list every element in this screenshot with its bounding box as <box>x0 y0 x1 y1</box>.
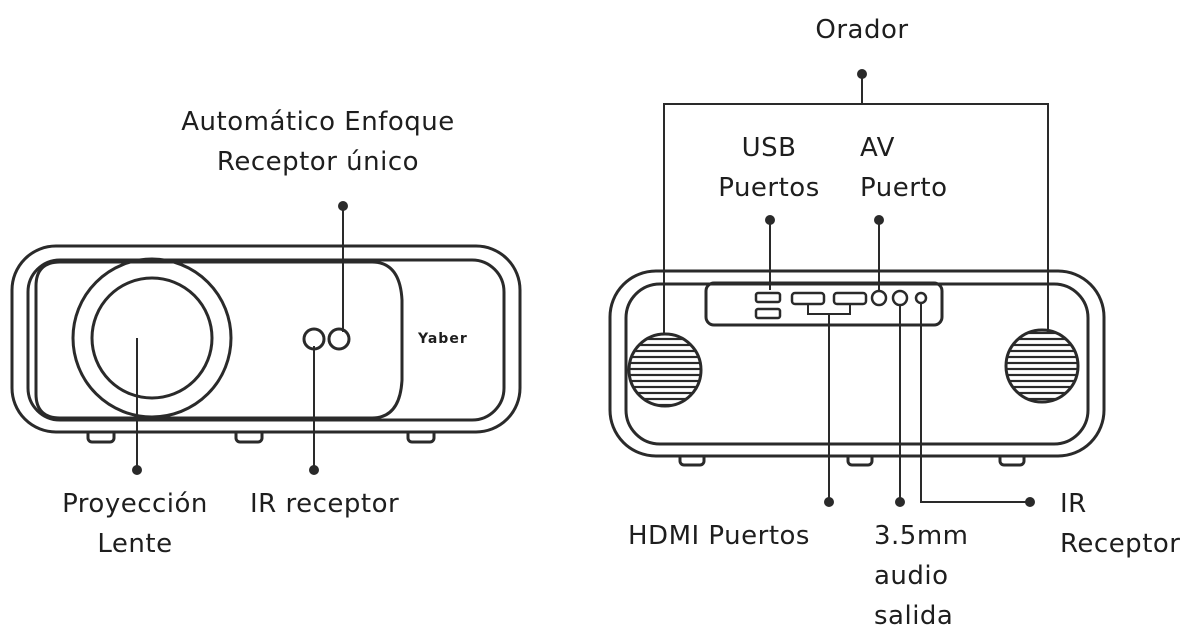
front-body-inner <box>26 258 506 422</box>
back-callouts <box>663 69 1049 507</box>
back-projector <box>608 269 1106 467</box>
ir-receiver-back <box>914 291 928 305</box>
port-panel <box>704 281 944 327</box>
back-body-outer <box>608 269 1106 458</box>
label-audio-line2: audio <box>874 561 949 591</box>
front-callouts <box>132 201 348 475</box>
label-av: AV Puerto <box>860 128 948 208</box>
label-ir-back-line1: IR <box>1060 489 1087 519</box>
av-port <box>870 289 888 307</box>
projection-lens-outer <box>71 257 233 419</box>
label-ir-back-line2: Receptor <box>1060 529 1181 559</box>
brand-logo: Yaber <box>418 331 468 347</box>
label-usb: USB Puertos <box>714 128 824 208</box>
front-projector <box>10 244 522 444</box>
speaker-right <box>1004 328 1080 404</box>
front-body-outer <box>10 244 522 434</box>
label-autofocus-line1: Automático Enfoque <box>181 107 455 137</box>
label-av-line1: AV <box>860 133 895 163</box>
autofocus-receiver <box>327 327 351 351</box>
label-audio-out: 3.5mm audio salida <box>874 516 969 636</box>
front-panel <box>34 260 404 420</box>
label-usb-line1: USB <box>741 133 797 163</box>
label-audio-line3: salida <box>874 601 954 631</box>
speaker-left <box>627 332 703 408</box>
projection-lens-inner <box>90 276 214 400</box>
label-hdmi: HDMI Puertos <box>628 521 810 551</box>
usb-port-2 <box>754 307 782 320</box>
audio-port <box>891 289 909 307</box>
label-lens-line1: Proyección <box>62 489 208 519</box>
label-ir-back: IR Receptor <box>1060 484 1180 564</box>
label-usb-line2: Puertos <box>718 173 820 203</box>
label-autofocus-line2: Receptor único <box>216 147 420 177</box>
label-speaker: Orador <box>815 15 909 45</box>
label-lens-line2: Lente <box>97 529 173 559</box>
usb-port-1 <box>754 291 782 304</box>
label-audio-line1: 3.5mm <box>874 521 969 551</box>
hdmi-port-2 <box>832 291 868 306</box>
label-autofocus: Automático Enfoque Receptor único <box>150 102 486 182</box>
hdmi-port-1 <box>790 291 826 306</box>
label-projection-lens: Proyección Lente <box>40 484 230 564</box>
label-av-line2: Puerto <box>860 173 948 203</box>
label-ir-front: IR receptor <box>250 489 400 519</box>
